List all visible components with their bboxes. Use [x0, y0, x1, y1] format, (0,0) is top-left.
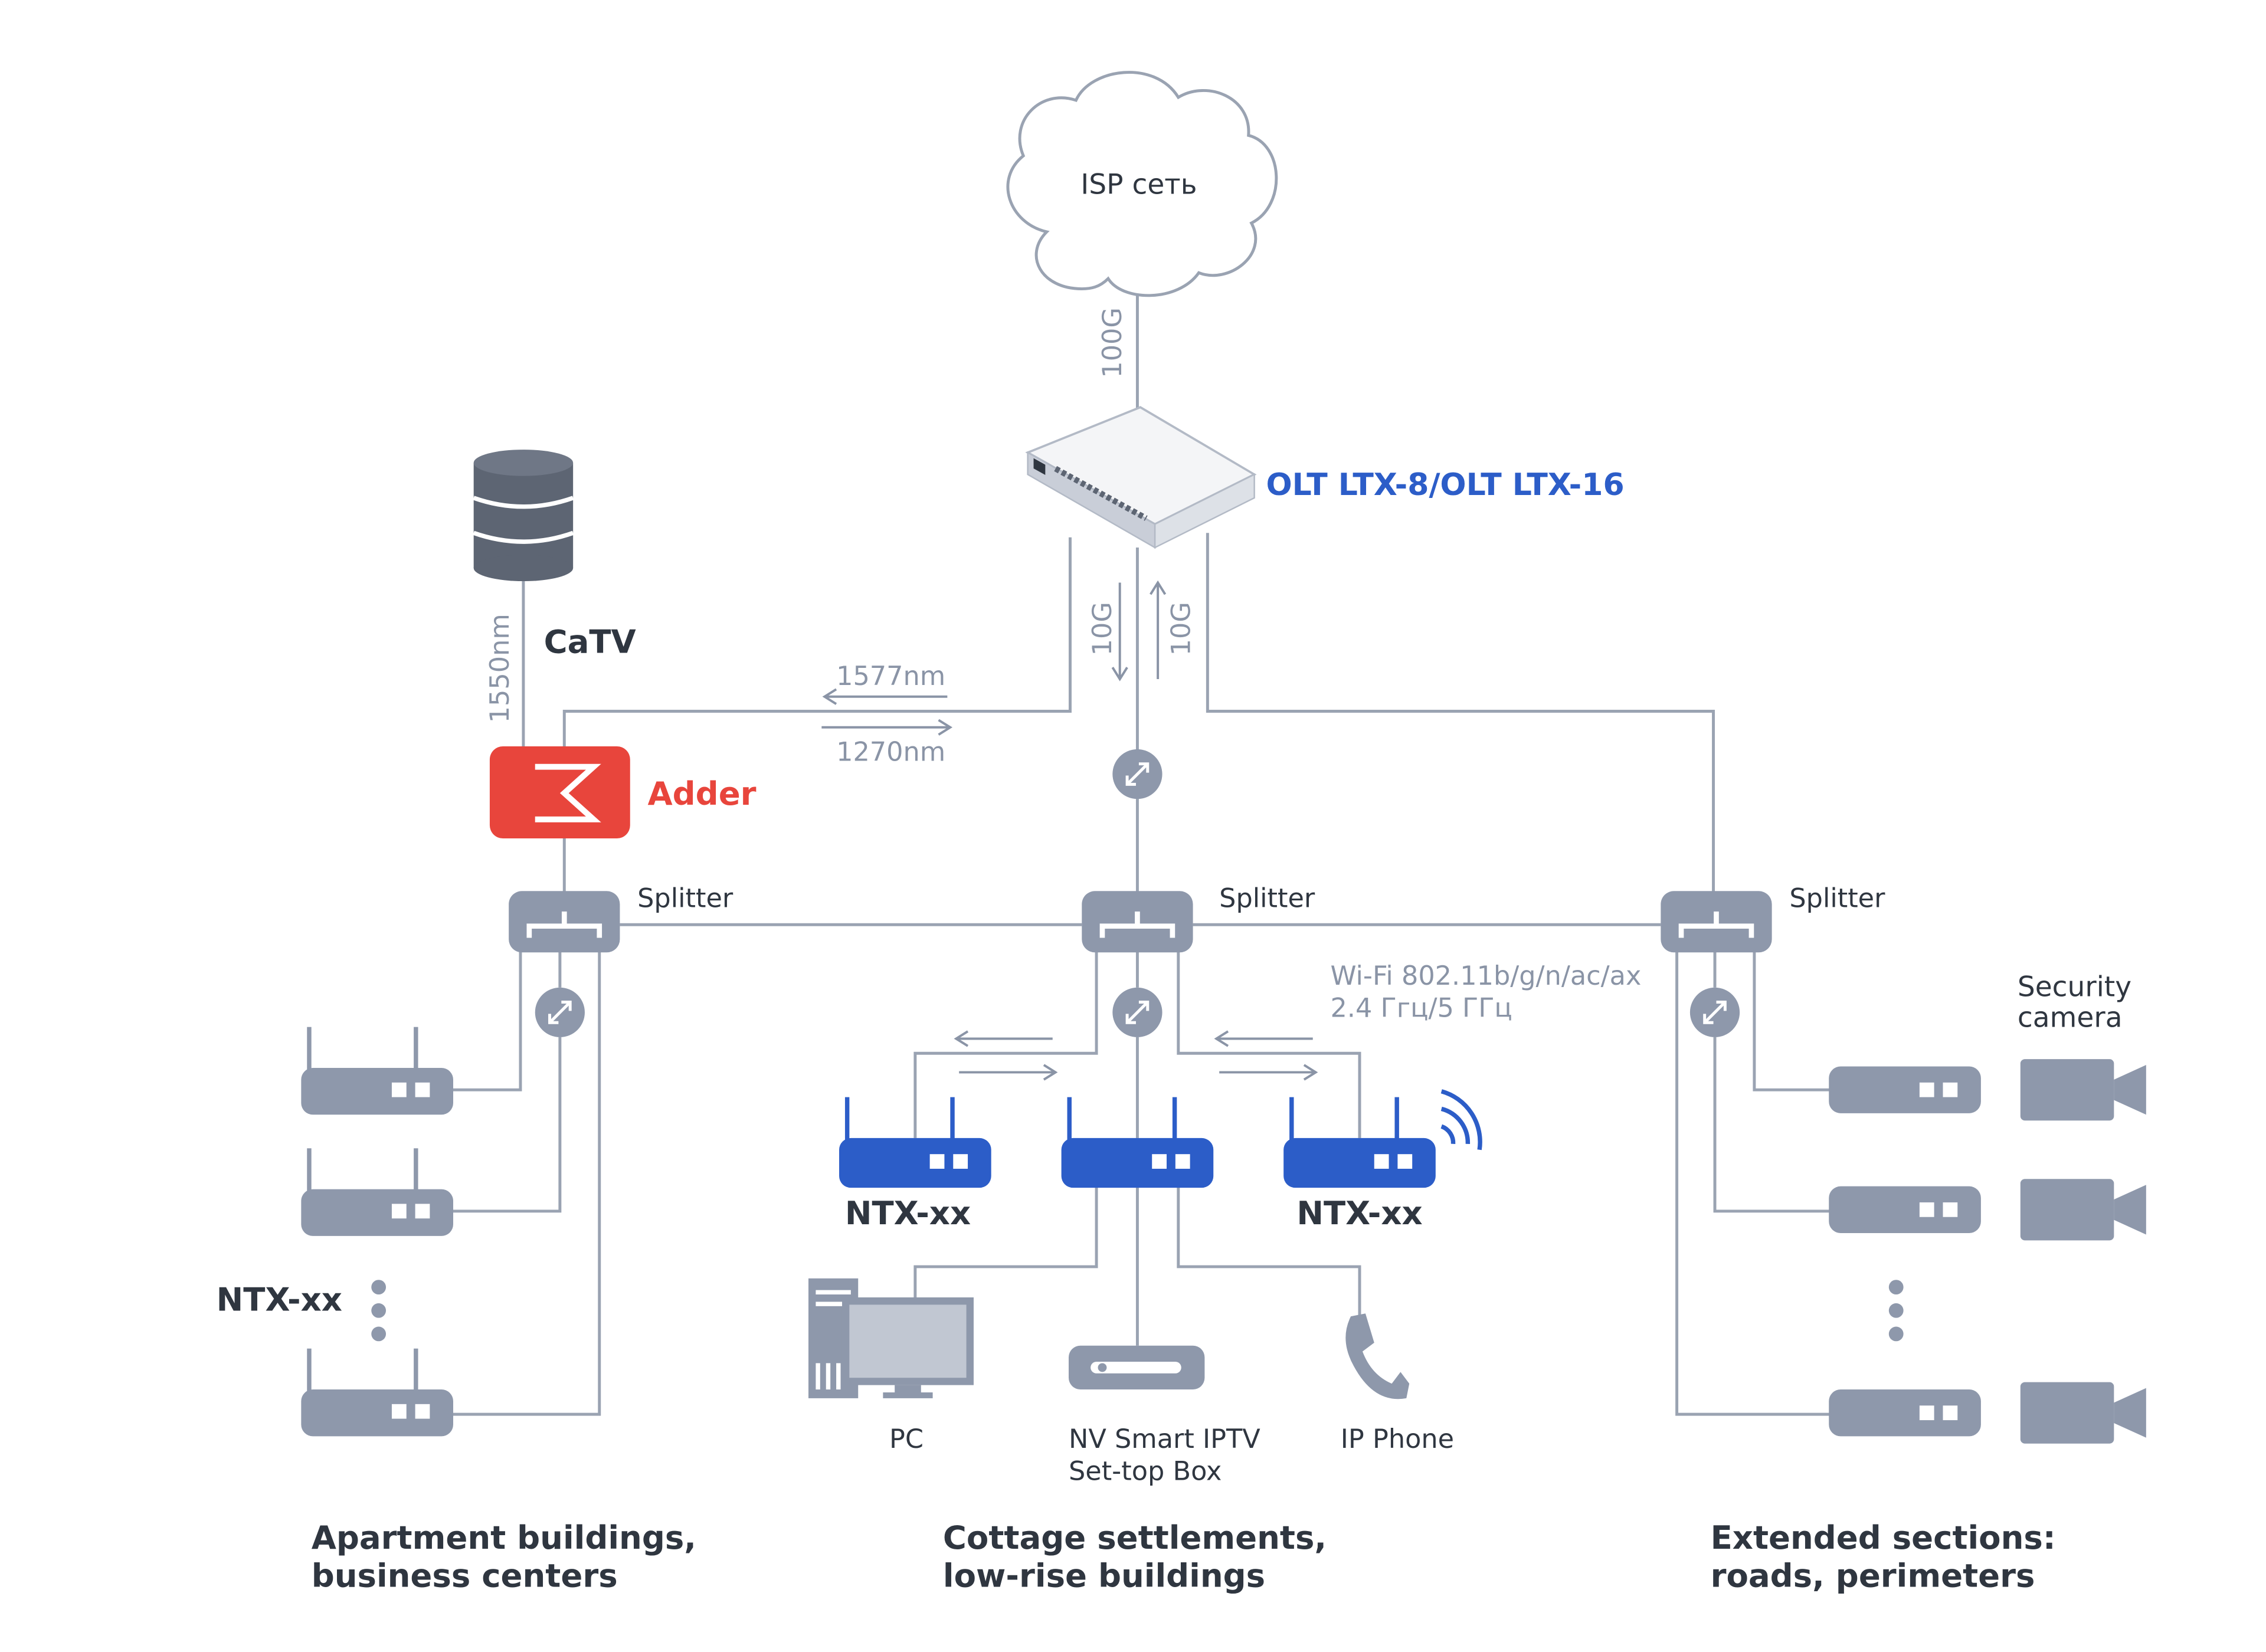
middle-ont-left-label: NTX-xx — [845, 1194, 971, 1232]
wavelength-1550: 1550nm — [484, 614, 515, 723]
wifi-label-line2: 2.4 Ггц/5 ГГц — [1330, 992, 1512, 1023]
splitter-left-label: Splitter — [637, 883, 733, 913]
camera-label-line2: camera — [2018, 1002, 2123, 1034]
camera-icon-1 — [2020, 1059, 2146, 1121]
olt-label: OLT LTX-8/OLT LTX-16 — [1266, 467, 1624, 503]
pc-icon — [808, 1278, 974, 1398]
left-group: NTX-xx Apartment buildings, business cen… — [217, 1027, 696, 1594]
connection-lines — [453, 293, 1831, 1416]
wavelength-1270: 1270nm — [836, 737, 945, 768]
phone-label: IP Phone — [1341, 1424, 1454, 1454]
database-icon — [473, 450, 574, 582]
ont-right-2 — [1829, 1186, 1981, 1233]
stb-label-line1: NV Smart IPTV — [1069, 1424, 1260, 1454]
link-label-10g-down: 10G — [1087, 602, 1118, 655]
middle-caption-line2: low-rise buildings — [943, 1556, 1265, 1594]
left-caption-line1: Apartment buildings, — [312, 1519, 696, 1556]
ont-left-1 — [301, 1027, 453, 1115]
adder-device: Adder — [489, 746, 757, 839]
middle-ont-right-label: NTX-xx — [1296, 1194, 1422, 1232]
olt-device: OLT LTX-8/OLT LTX-16 — [1025, 406, 1625, 549]
coupler-middle — [1112, 988, 1162, 1037]
pc-label: PC — [889, 1424, 924, 1454]
ont-right-3 — [1829, 1389, 1981, 1437]
coupler-left — [535, 988, 585, 1037]
camera-icon-2 — [2020, 1179, 2146, 1241]
link-label-100g: 100G — [1097, 307, 1128, 378]
wavelength-1577: 1577nm — [836, 661, 945, 691]
coupler-top — [1112, 749, 1162, 799]
camera-label-line1: Security — [2018, 971, 2131, 1004]
left-caption-line2: business centers — [312, 1556, 618, 1594]
ont-left-2 — [301, 1148, 453, 1236]
coupler-right — [1690, 988, 1740, 1037]
catv-label: CaTV — [544, 622, 636, 660]
right-caption-line2: roads, perimeters — [1711, 1556, 2035, 1594]
middle-caption-line1: Cottage settlements, — [943, 1519, 1327, 1556]
ont-left-3 — [301, 1348, 453, 1437]
adder-icon — [489, 746, 630, 839]
splitter-middle-label: Splitter — [1219, 883, 1315, 913]
catv-server: CaTV — [473, 450, 636, 660]
stb-label-line2: Set-top Box — [1069, 1456, 1222, 1487]
right-caption-line1: Extended sections: — [1711, 1519, 2056, 1556]
middle-group: NTX-xx NTX-xx Wi-Fi 802.11b/g/n/ac/ax 2.… — [808, 961, 1641, 1594]
direction-arrows — [821, 580, 1318, 1081]
splitter-left: Splitter — [509, 883, 733, 952]
adder-label: Adder — [647, 775, 756, 812]
isp-cloud: ISP сеть — [1006, 71, 1278, 297]
ont-right-1 — [1829, 1066, 1981, 1113]
set-top-box-icon — [1068, 1345, 1205, 1390]
right-group: Security camera Extended sections: roads… — [1711, 971, 2146, 1594]
cloud-label: ISP сеть — [1080, 169, 1197, 201]
cloud-icon — [1006, 71, 1278, 297]
link-label-10g-up: 10G — [1166, 602, 1197, 655]
splitter-right: Splitter — [1661, 883, 1885, 952]
splitter-middle: Splitter — [1082, 883, 1315, 952]
phone-icon — [1345, 1313, 1410, 1399]
splitter-right-label: Splitter — [1789, 883, 1885, 913]
left-ont-label: NTX-xx — [217, 1280, 342, 1318]
ellipsis-dots-right — [1888, 1280, 1904, 1342]
camera-icon-3 — [2020, 1382, 2146, 1444]
ellipsis-dots-left — [371, 1280, 387, 1342]
olt-switch-icon — [1025, 406, 1257, 549]
wifi-label-line1: Wi-Fi 802.11b/g/n/ac/ax — [1330, 961, 1641, 991]
wifi-signal-icon — [1440, 1089, 1482, 1150]
